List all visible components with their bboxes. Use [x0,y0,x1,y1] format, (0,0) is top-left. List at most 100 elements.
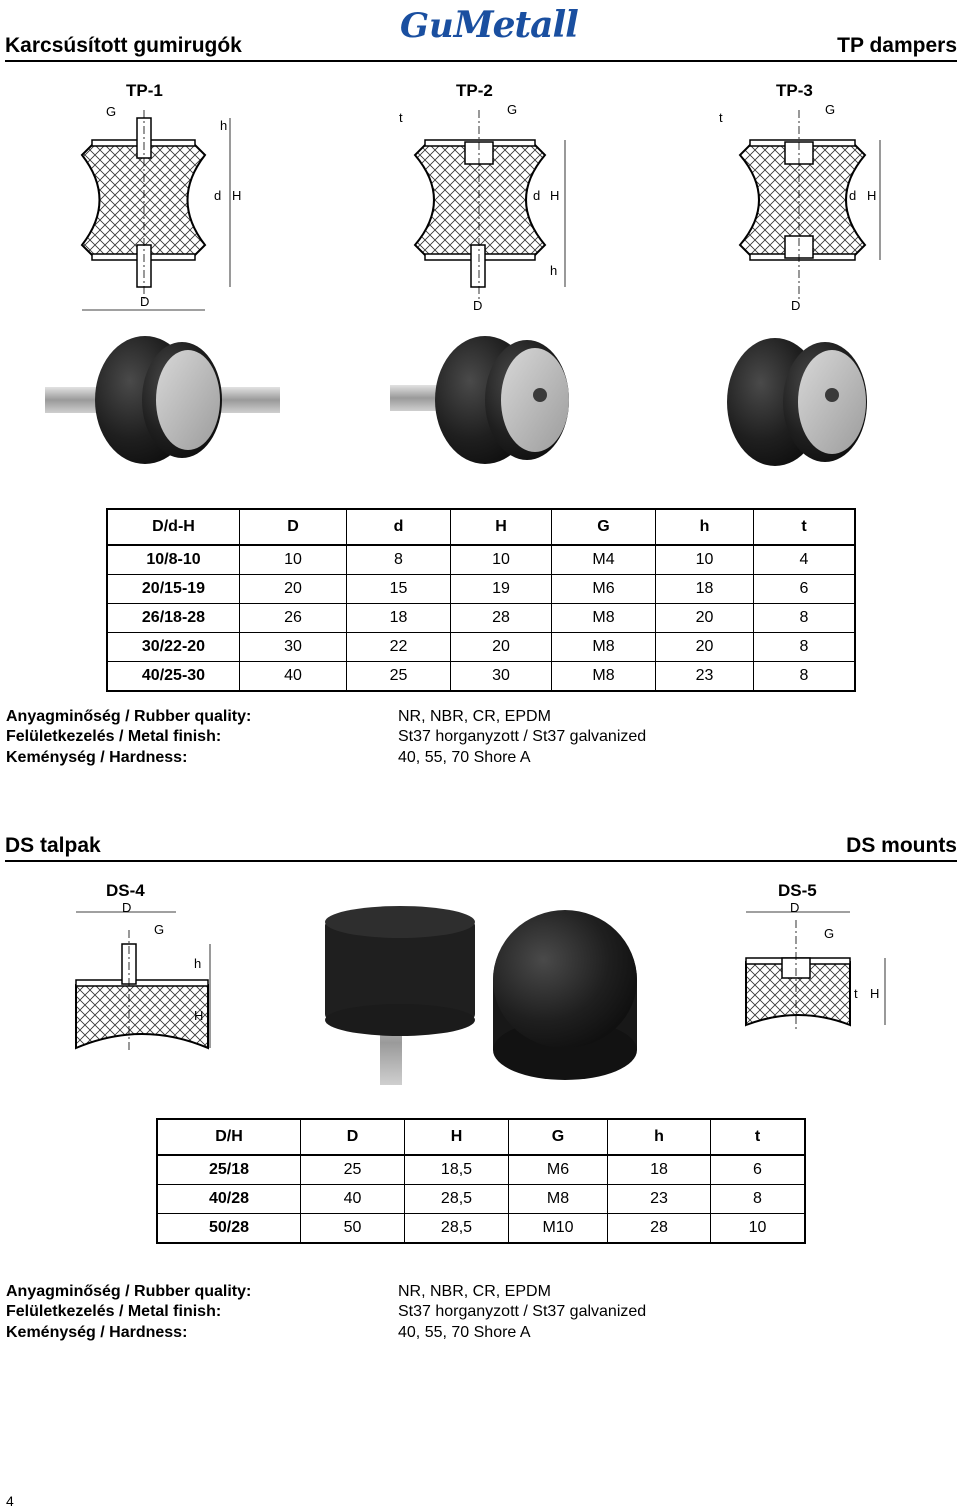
table-cell: 19 [450,574,552,604]
table-header-cell: t [753,509,855,546]
table-header-row: D/H D H G h t [157,1119,805,1156]
table-header-cell: t [710,1119,805,1156]
table-cell: 22 [346,632,451,662]
table-header-cell: h [655,509,754,546]
table-cell: M6 [551,574,656,604]
table-header-row: D/d-H D d H G h t [107,509,855,546]
tp1-product-photo [45,336,280,464]
tp2-product-photo [390,336,569,464]
model-label-ds4: DS-4 [106,881,145,900]
table-cell: 26 [239,603,347,633]
table-cell: 10 [710,1213,805,1243]
tp1-rubber-section [80,144,207,256]
table-cell: 20 [239,574,347,604]
tp1-technical-drawing: G d H h D [80,104,241,311]
table-cell: 28,5 [404,1213,509,1243]
table-cell: 28 [607,1213,711,1243]
property-value-rubber: NR, NBR, CR, EPDM [398,708,551,725]
table-cell: 20 [450,632,552,662]
property-label-rubber: Anyagminőség / Rubber quality: [6,708,252,725]
property-value-rubber: NR, NBR, CR, EPDM [398,1283,551,1300]
table-cell-size: 40/28 [157,1184,301,1214]
table-header-cell: G [508,1119,608,1156]
model-label-tp1: TP-1 [126,81,163,100]
tp3-label-D: D [791,298,800,313]
ds5-label-g: G [824,926,834,941]
tp2-label-g: G [507,102,517,117]
table-cell: 8 [346,545,451,575]
page-number: 4 [6,1493,14,1509]
ds4-technical-drawing: D G h H [75,900,211,1050]
table-header-cell: h [607,1119,711,1156]
table-cell-size: 50/28 [157,1213,301,1243]
ds4-top-plate [75,979,209,987]
table-header-cell: H [450,509,552,546]
ds5-rubber-section [745,961,851,1027]
tp2-label-H: H [550,188,559,203]
table-cell: 15 [346,574,451,604]
tp3-technical-drawing: t G d H D [719,102,881,313]
property-value-hardness: 40, 55, 70 Shore A [398,1324,531,1341]
table-cell-size: 40/25-30 [107,661,240,691]
tp1-label-D: D [140,294,149,309]
tp3-label-g: G [825,102,835,117]
table-cell-size: 25/18 [157,1155,301,1185]
tp1-label-H: H [232,188,241,203]
tp1-label-h: h [220,118,227,133]
tp2-bottom-stud [470,244,486,288]
ds4-rubber-section [75,984,209,1050]
table-cell: 10 [450,545,552,575]
ds-product-photo [325,906,637,1085]
table-cell: 8 [753,603,855,633]
tp3-label-t: t [719,110,723,125]
table-cell: M8 [508,1184,608,1214]
property-label-finish: Felületkezelés / Metal finish: [6,728,222,745]
property-value-finish: St37 horganyzott / St37 galvanized [398,728,647,745]
ds5-label-H: H [870,986,879,1001]
tp3-label-H: H [867,188,876,203]
table-cell: M8 [551,661,656,691]
table-cell: 18,5 [404,1155,509,1185]
ds4-label-H: H [194,1008,203,1023]
ds5-label-t: t [854,986,858,1001]
table-cell: M10 [508,1213,608,1243]
section-header-tp: Karcsúsított gumirugók TP dampers [5,30,957,62]
tp2-label-D: D [473,298,482,313]
tp2-label-h: h [550,263,557,278]
table-cell: 25 [346,661,451,691]
table-cell: 28,5 [404,1184,509,1214]
table-cell: M6 [508,1155,608,1185]
table-cell: 20 [655,603,754,633]
table-header-cell: D/d-H [107,509,240,546]
table-cell: 8 [753,632,855,662]
tp2-technical-drawing: t G d H h D [399,102,566,313]
table-cell: 30 [239,632,347,662]
table-cell: 28 [450,603,552,633]
table-cell: 8 [753,661,855,691]
table-cell: 6 [753,1161,762,1178]
ds5-technical-drawing: D G t H [745,900,886,1030]
property-label-rubber: Anyagminőség / Rubber quality: [6,1283,252,1300]
brand-logo: GuMetall [400,4,579,46]
table-cell: 40 [239,661,347,691]
section-title-hu: DS talpak [5,834,101,857]
tp3-product-photo [727,338,867,466]
tp2-label-d: d [533,188,540,203]
section-title-hu: Karcsúsított gumirugók [5,34,242,57]
table-cell: 6 [753,574,855,604]
table-cell: 30 [450,661,552,691]
table-cell: 40 [300,1184,405,1214]
tp2-label-t: t [399,110,403,125]
table-cell: 25 [300,1155,405,1185]
section-title-en: TP dampers [837,34,957,57]
table-cell-size: 30/22-20 [107,632,240,662]
tp3-label-d: d [849,188,856,203]
table-cell-size: 10/8-10 [107,545,240,575]
